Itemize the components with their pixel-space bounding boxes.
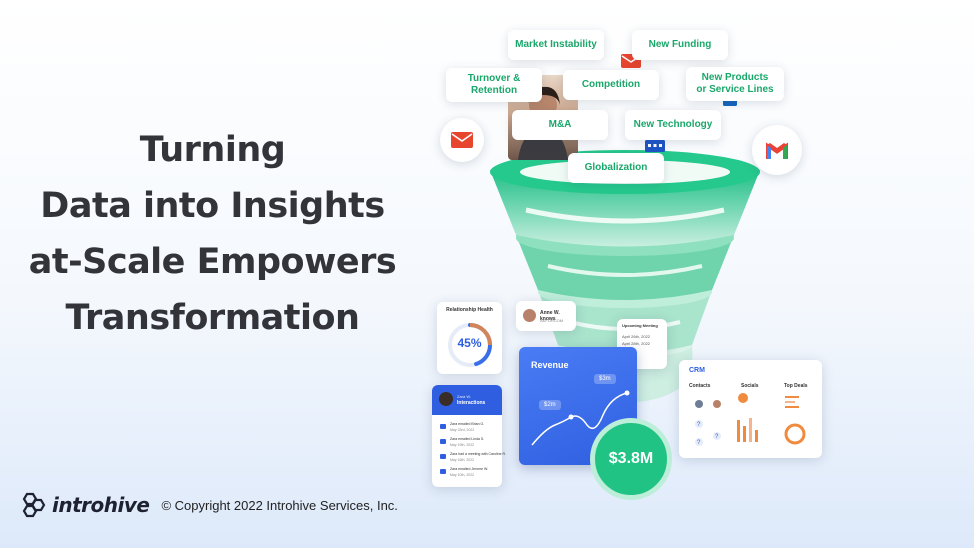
headline-line-2: Data into Insights xyxy=(40,186,385,226)
interaction-text: Zara emailed Linda S. xyxy=(450,437,485,441)
svg-text:?: ? xyxy=(697,440,701,446)
gmail-icon xyxy=(766,141,788,159)
svg-text:?: ? xyxy=(697,422,701,428)
pill-competition: Competition xyxy=(563,70,659,100)
crm-card: CRM Contacts Socials Top Deals ? ? ? xyxy=(679,360,822,458)
crm-visuals: ? ? ? xyxy=(695,393,806,446)
crm-col-contacts: Contacts xyxy=(689,383,711,389)
svg-text:?: ? xyxy=(715,434,719,440)
headline-line-1: Turning xyxy=(139,130,286,170)
interaction-text: Zara emailed Brian G. xyxy=(450,422,485,426)
calendar-icon xyxy=(645,140,665,152)
pill-new-products: New Products or Service Lines xyxy=(686,67,784,101)
headline-line-3: at-Scale Empowers xyxy=(28,242,397,282)
headline-line-4: Transformation xyxy=(65,298,360,338)
logo-text: introhive xyxy=(52,493,150,517)
footer: introhive © Copyright 2022 Introhive Ser… xyxy=(20,492,398,518)
avatar xyxy=(523,309,536,322)
revenue-line-chart xyxy=(531,390,630,446)
interactions-card: Zara W. Interactions Zara emailed Brian … xyxy=(432,385,506,487)
email-bubble xyxy=(440,118,484,162)
relationship-health-ring xyxy=(448,323,492,367)
crm-col-top-deals: Top Deals xyxy=(784,383,808,389)
pill-turnover-retention: Turnover & Retention xyxy=(446,68,542,102)
revenue-tag-3m: $3m xyxy=(594,374,616,384)
headline: Turning Data into Insights at-Scale Empo… xyxy=(20,122,405,346)
revenue-total-badge: $3.8M xyxy=(590,418,672,500)
interaction-date: May 23rd, 2022 xyxy=(450,428,475,432)
upcoming-date-1: April 26th, 2022 xyxy=(622,334,651,339)
list-item: Zara emailed Linda S. May 19th, 2022 xyxy=(440,437,498,450)
relationship-health-card: Relationship Health 45% xyxy=(437,302,502,374)
pill-market-instability: Market Instability xyxy=(508,30,604,60)
pill-mna: M&A xyxy=(512,110,608,140)
relationship-health-title: Relationship Health xyxy=(446,307,493,313)
interaction-date: May 10th, 2022 xyxy=(450,473,475,477)
relationship-health-value: 45% xyxy=(457,336,482,350)
list-item: Zara had a meeting with Caroline R. May 1… xyxy=(440,452,506,465)
anne-card: Anne W. knows AKFORCOM xyxy=(516,301,576,331)
copyright: © Copyright 2022 Introhive Services, Inc… xyxy=(161,497,398,513)
revenue-tag-2m: $2m xyxy=(539,400,561,410)
interaction-date: May 16th, 2022 xyxy=(450,458,475,462)
email-icon xyxy=(440,469,446,474)
crm-col-socials: Socials xyxy=(741,383,759,389)
gmail-bubble xyxy=(752,125,802,175)
revenue-title: Revenue xyxy=(531,360,569,370)
interactions-user: Zara W. xyxy=(457,394,472,399)
email-icon xyxy=(451,132,473,148)
email-icon xyxy=(440,424,446,429)
list-item: Zara emailed Brian G. May 23rd, 2022 xyxy=(440,422,498,435)
avatar xyxy=(439,392,453,406)
crm-title: CRM xyxy=(689,367,705,374)
upcoming-date-2: April 28th, 2022 xyxy=(622,341,651,346)
interaction-text: Zara emailed Jerome W. xyxy=(450,467,489,471)
interaction-date: May 19th, 2022 xyxy=(450,443,475,447)
pill-new-funding: New Funding xyxy=(632,30,728,60)
interactions-title: Interactions xyxy=(457,400,486,406)
upcoming-title: Upcoming Meeting xyxy=(622,323,658,328)
anne-name: Anne W. knows xyxy=(540,310,560,322)
email-icon xyxy=(440,454,446,459)
pill-globalization: Globalization xyxy=(568,153,664,183)
interactions-header: Zara W. Interactions xyxy=(432,385,502,415)
list-item: Zara emailed Jerome W. May 10th, 2022 xyxy=(440,467,498,480)
pill-new-technology: New Technology xyxy=(625,110,721,140)
interaction-text: Zara had a meeting with Caroline R. xyxy=(450,452,507,456)
email-icon xyxy=(440,439,446,444)
anne-sub: AKFORCOM xyxy=(540,318,564,323)
introhive-logo-icon xyxy=(22,492,46,518)
